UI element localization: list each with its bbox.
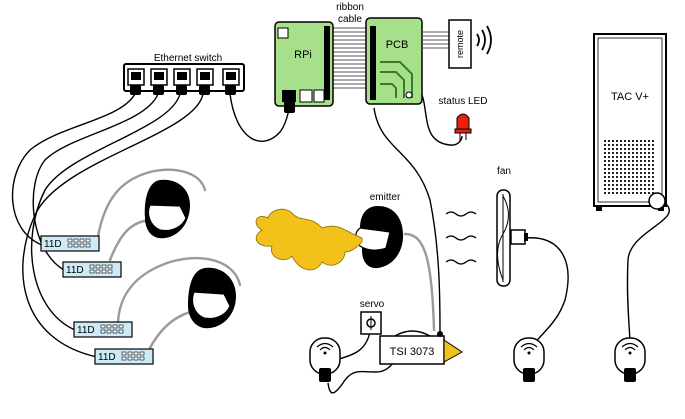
remote-label: remote xyxy=(455,30,465,58)
particle-sensor-1: 11D xyxy=(40,235,100,252)
cable-switch-rpi xyxy=(229,93,291,142)
cable-sensor-1 xyxy=(11,93,136,246)
rpi-eth-port xyxy=(313,89,325,103)
remote: remote xyxy=(448,19,492,69)
cable-tac-plug xyxy=(626,202,670,346)
pcb-trace-2 xyxy=(380,71,405,98)
fan: fan xyxy=(445,166,528,287)
receiver-mask-2 xyxy=(191,291,231,320)
cable-sensor-4 xyxy=(22,93,204,358)
pcb-header xyxy=(370,26,376,100)
wireless-icon xyxy=(520,342,538,351)
plug-3-connector xyxy=(624,368,636,382)
aerosol-cloud xyxy=(255,208,363,271)
emitter-mask xyxy=(355,227,391,251)
tac-power-port xyxy=(648,192,666,210)
cable-pcb-led xyxy=(419,89,463,146)
switch-plugs xyxy=(130,85,236,95)
sensor-2-label: 11D xyxy=(66,265,84,276)
tsi-handle xyxy=(394,330,431,337)
tube-emitter-tsi xyxy=(403,232,436,332)
tac-air-cleaner: TAC V+ xyxy=(593,33,667,211)
cable-sensor-2 xyxy=(32,93,159,271)
tube-sensor-1 xyxy=(96,168,207,238)
wireless-icon xyxy=(476,25,492,55)
tube-sensor-3 xyxy=(116,257,242,324)
tsi-label: TSI 3073 xyxy=(390,346,435,358)
pcb-label: PCB xyxy=(386,39,409,51)
wireless-icon xyxy=(316,342,334,351)
tsi-nozzle xyxy=(443,339,463,363)
ribbon-label-1: ribbon xyxy=(336,2,364,13)
fan-motor xyxy=(510,229,526,245)
particle-sensor-4: 11D xyxy=(94,348,154,365)
ribbon-label-2: cable xyxy=(338,14,362,25)
servo: servo xyxy=(360,299,385,335)
sensor-1-label: 11D xyxy=(44,239,62,250)
pcb-trace-3 xyxy=(380,83,397,98)
particle-sensor-3: 11D xyxy=(73,321,133,338)
smart-plug-1 xyxy=(309,337,341,382)
pcb-pad xyxy=(405,91,413,99)
fan-label: fan xyxy=(497,166,511,177)
tac-grille xyxy=(604,138,656,194)
status-led-label: status LED xyxy=(439,96,488,107)
ethernet-switch-label: Ethernet switch xyxy=(154,53,222,64)
rpi-chip xyxy=(277,27,289,39)
rpi-usb-port-2 xyxy=(299,89,313,103)
tube-sensor-2 xyxy=(108,218,152,262)
rpi-usb-port xyxy=(282,90,296,102)
sensor-4-label: 11D xyxy=(98,352,116,363)
plug-2-connector xyxy=(523,368,535,382)
pcb-board: PCB xyxy=(365,17,423,105)
tsi-generator: TSI 3073 xyxy=(379,330,463,365)
cable-tsi-plug xyxy=(327,359,396,394)
emitter-label: emitter xyxy=(370,192,401,203)
rpi-label: RPi xyxy=(294,49,312,61)
smart-plug-2 xyxy=(513,337,545,382)
receiver-mask-1 xyxy=(147,204,187,232)
pcb-trace-1 xyxy=(380,61,413,98)
plug-1-connector xyxy=(319,368,331,382)
switch-ports xyxy=(127,68,240,86)
cables xyxy=(11,89,670,394)
status-led: status LED xyxy=(439,96,488,142)
sensor-3-label: 11D xyxy=(77,325,95,336)
airflow-lines xyxy=(445,211,477,265)
cable-pcb-tsi xyxy=(373,107,441,334)
ribbon-cable: ribbon cable xyxy=(330,2,372,89)
emitter: emitter xyxy=(355,192,404,269)
wireless-icon xyxy=(621,342,639,351)
ethernet-switch: Ethernet switch xyxy=(123,53,245,95)
receiver-head-2 xyxy=(188,267,236,329)
rpi-eth-plug xyxy=(284,101,295,113)
raspberry-pi: RPi xyxy=(274,21,334,113)
particle-sensor-2: 11D xyxy=(62,261,122,278)
tac-label: TAC V+ xyxy=(611,91,649,103)
rpi-gpio-header xyxy=(324,26,330,100)
smart-plug-3 xyxy=(614,337,646,382)
cable-sensor-3 xyxy=(30,93,181,331)
remote-wires xyxy=(422,31,450,49)
receiver-head-1 xyxy=(144,179,190,239)
servo-label: servo xyxy=(360,299,385,310)
